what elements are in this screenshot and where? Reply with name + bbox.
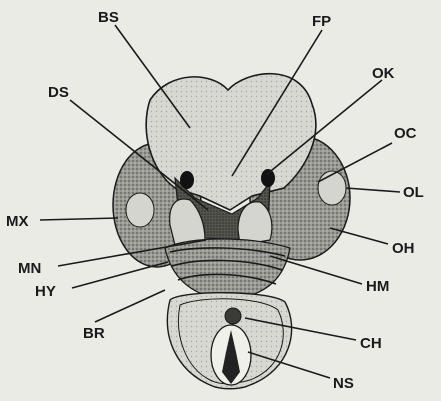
label-ns: NS xyxy=(333,375,354,392)
label-ch: CH xyxy=(360,335,382,352)
label-mx: MX xyxy=(6,213,29,230)
label-ok: OK xyxy=(372,65,395,82)
label-br: BR xyxy=(83,325,105,342)
label-fp: FP xyxy=(312,13,331,30)
label-hy: HY xyxy=(35,283,56,300)
label-oh: OH xyxy=(392,240,415,257)
label-ds: DS xyxy=(48,84,69,101)
label-bs: BS xyxy=(98,9,119,26)
label-hm: HM xyxy=(366,278,389,295)
label-mn: MN xyxy=(18,260,41,277)
trunk xyxy=(167,293,291,389)
nasal-pit-left xyxy=(180,171,194,189)
label-ol: OL xyxy=(403,184,424,201)
label-oc: OC xyxy=(394,125,417,142)
nasal-pit-right xyxy=(261,169,275,187)
notochord xyxy=(225,308,241,324)
